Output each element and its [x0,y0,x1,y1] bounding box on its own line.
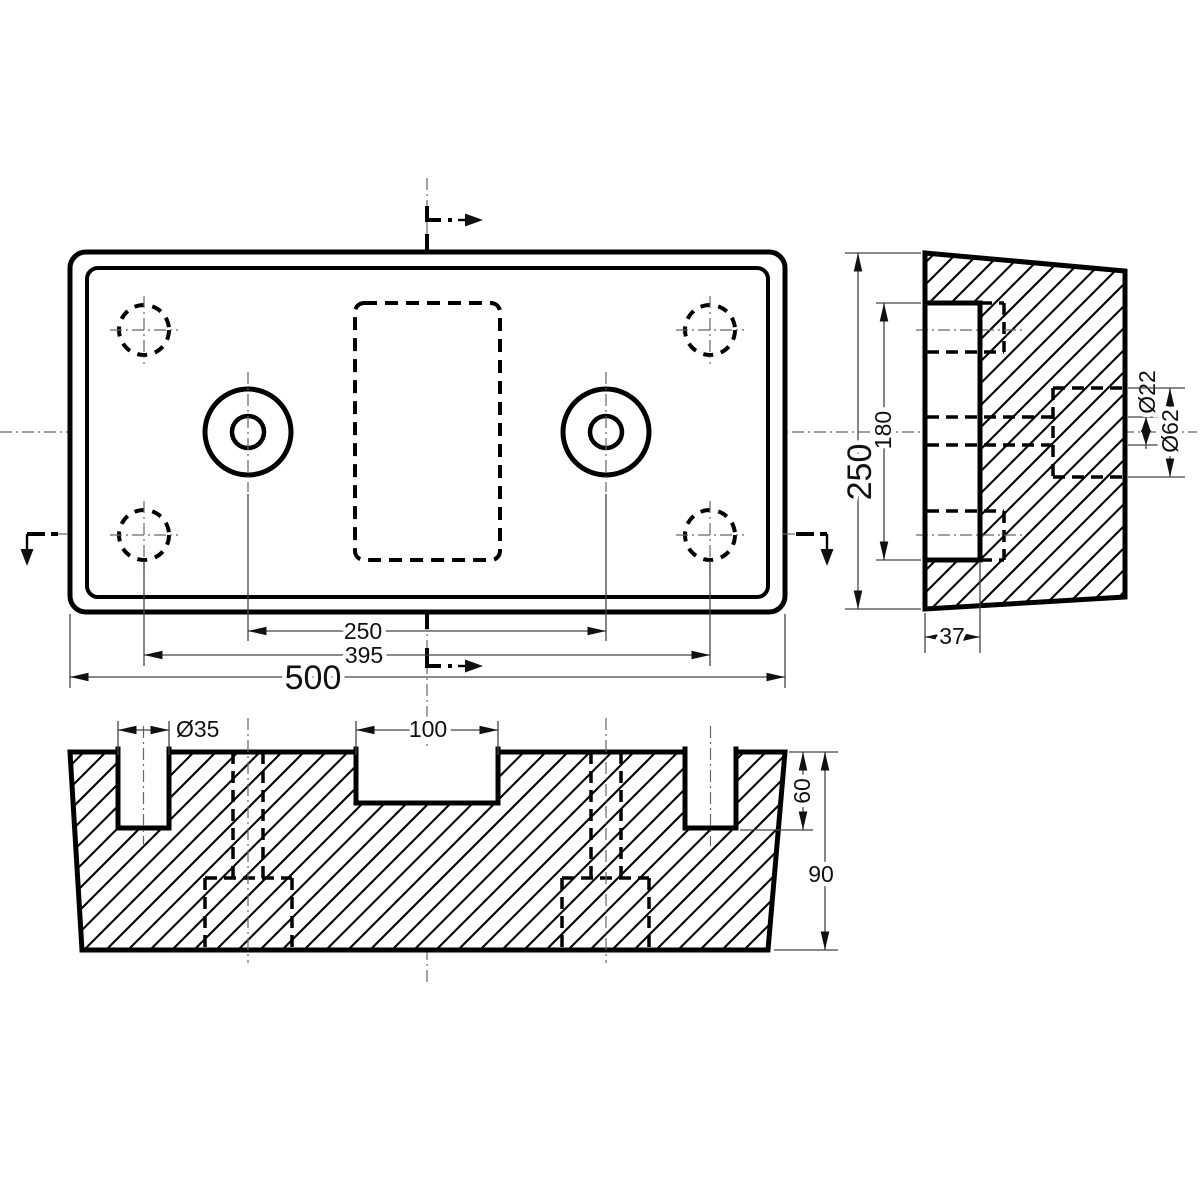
bottom-section-view [67,718,788,963]
central-recess-hidden [353,301,502,562]
bottom-dimensions: Ø35 100 60 90 [117,712,838,951]
dim-label-overall-width: 500 [285,659,342,697]
dim-label-recess-depth: 37 [939,623,965,649]
dim-label-hole-depth: 60 [789,778,815,804]
section-arrow-icon [20,549,34,566]
plan-dimensions: 250 395 500 [69,494,786,701]
dim-label-hole-spacing: 395 [345,642,383,668]
section-cut-marker-left [20,532,72,566]
side-section-view [916,250,1128,612]
dim-label-hole-dia: Ø22 [1134,370,1160,413]
section-cut-marker-top [425,206,483,227]
section-cut-marker-right [783,532,834,566]
buffer-outer-edge [67,249,788,615]
side-hidden-edges [916,301,1123,562]
fixing-holes [202,372,652,492]
buffer-inner-edge [85,266,770,599]
mounting-recess [927,303,981,560]
section-arrow-icon [465,213,483,227]
dim-label-counterbore-dia: Ø62 [1157,409,1183,452]
dim-label-overall-thickness: 90 [808,861,834,887]
side-section-outline [922,250,1128,612]
plan-view [67,234,788,629]
mounting-recess-outline [925,300,983,563]
dim-label-corner-hole-dia: Ø35 [176,716,219,742]
corner-holes-hidden [110,296,744,569]
dim-label-overall-height: 250 [841,444,879,501]
dim-label-recess-height: 180 [870,411,896,449]
dim-label-center-slot-width: 100 [409,716,447,742]
section-arrow-icon [820,549,834,566]
section-arrow-icon [465,659,483,673]
bottom-centerlines [142,718,712,963]
side-dimensions: 250 180 Ø22 Ø62 37 [836,252,1188,654]
dim-label-circle-spacing: 250 [344,618,382,644]
